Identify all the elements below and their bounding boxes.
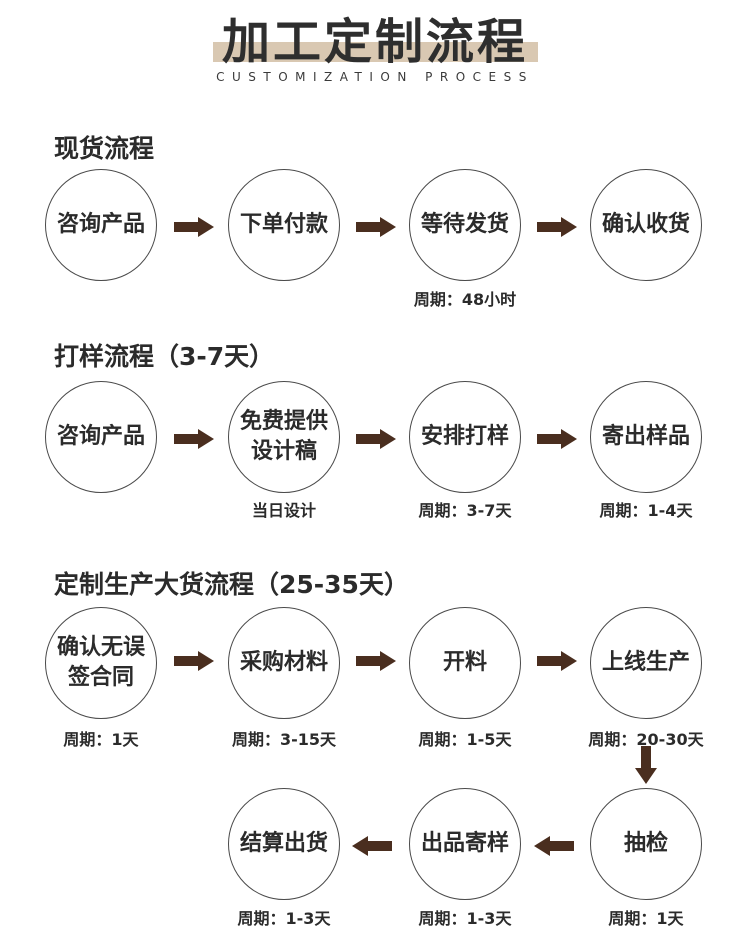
step-label: 确认无误 签合同 — [56, 635, 145, 690]
arrow-right-icon — [174, 217, 214, 237]
step-label: 出品寄样 — [420, 831, 509, 856]
step-label: 结算出货 — [239, 831, 328, 856]
step-caption: 周期：3-7天 — [418, 501, 512, 520]
arrow-right-icon — [356, 651, 396, 671]
arrow-right-icon — [537, 217, 577, 237]
step-node: 上线生产 — [590, 607, 702, 719]
step-caption: 周期：48小时 — [413, 290, 517, 309]
step-label: 咨询产品 — [56, 212, 145, 237]
arrow-right-icon — [356, 429, 396, 449]
step-label: 等待发货 — [420, 212, 509, 237]
step-node: 安排打样 — [409, 381, 521, 493]
arrow-left-icon — [534, 836, 574, 856]
page-title: 加工定制流程 — [221, 14, 528, 70]
step-label: 安排打样 — [420, 424, 509, 449]
step-node: 等待发货 — [409, 169, 521, 281]
step-label: 开料 — [442, 650, 487, 675]
step-caption: 周期：1天 — [63, 730, 139, 749]
section-title-stock: 现货流程 — [54, 134, 155, 163]
arrow-right-icon — [174, 651, 214, 671]
arrow-down-icon — [635, 746, 657, 784]
section-title-bulk: 定制生产大货流程（25-35天） — [54, 570, 409, 599]
step-label: 下单付款 — [239, 212, 328, 237]
arrow-right-icon — [537, 429, 577, 449]
step-caption: 周期：1-3天 — [237, 909, 331, 928]
page-subtitle: CUSTOMIZATION PROCESS — [216, 70, 534, 84]
arrow-right-icon — [174, 429, 214, 449]
step-node: 咨询产品 — [45, 169, 157, 281]
step-caption: 当日设计 — [251, 501, 316, 520]
step-node: 采购材料 — [228, 607, 340, 719]
arrow-left-icon — [352, 836, 392, 856]
step-node: 抽检 — [590, 788, 702, 900]
step-label: 确认收货 — [601, 212, 690, 237]
step-label: 抽检 — [623, 831, 668, 856]
section-title-sample: 打样流程（3-7天） — [54, 342, 275, 371]
step-node: 确认无误 签合同 — [45, 607, 157, 719]
step-caption: 周期：3-15天 — [231, 730, 337, 749]
step-label: 咨询产品 — [56, 424, 145, 449]
title-underline-bar — [213, 42, 538, 62]
step-node: 确认收货 — [590, 169, 702, 281]
step-caption: 周期：1天 — [608, 909, 684, 928]
step-node: 咨询产品 — [45, 381, 157, 493]
step-node: 出品寄样 — [409, 788, 521, 900]
step-caption: 周期：1-5天 — [418, 730, 512, 749]
arrow-right-icon — [537, 651, 577, 671]
step-label: 寄出样品 — [601, 424, 690, 449]
arrow-right-icon — [356, 217, 396, 237]
step-caption: 周期：1-3天 — [418, 909, 512, 928]
step-node: 免费提供 设计稿 — [228, 381, 340, 493]
step-node: 结算出货 — [228, 788, 340, 900]
step-node: 开料 — [409, 607, 521, 719]
step-node: 寄出样品 — [590, 381, 702, 493]
step-caption: 周期：1-4天 — [599, 501, 693, 520]
step-node: 下单付款 — [228, 169, 340, 281]
step-label: 上线生产 — [601, 650, 690, 675]
step-caption: 周期：20-30天 — [588, 730, 704, 749]
step-label: 免费提供 设计稿 — [239, 409, 328, 464]
step-label: 采购材料 — [239, 650, 328, 675]
